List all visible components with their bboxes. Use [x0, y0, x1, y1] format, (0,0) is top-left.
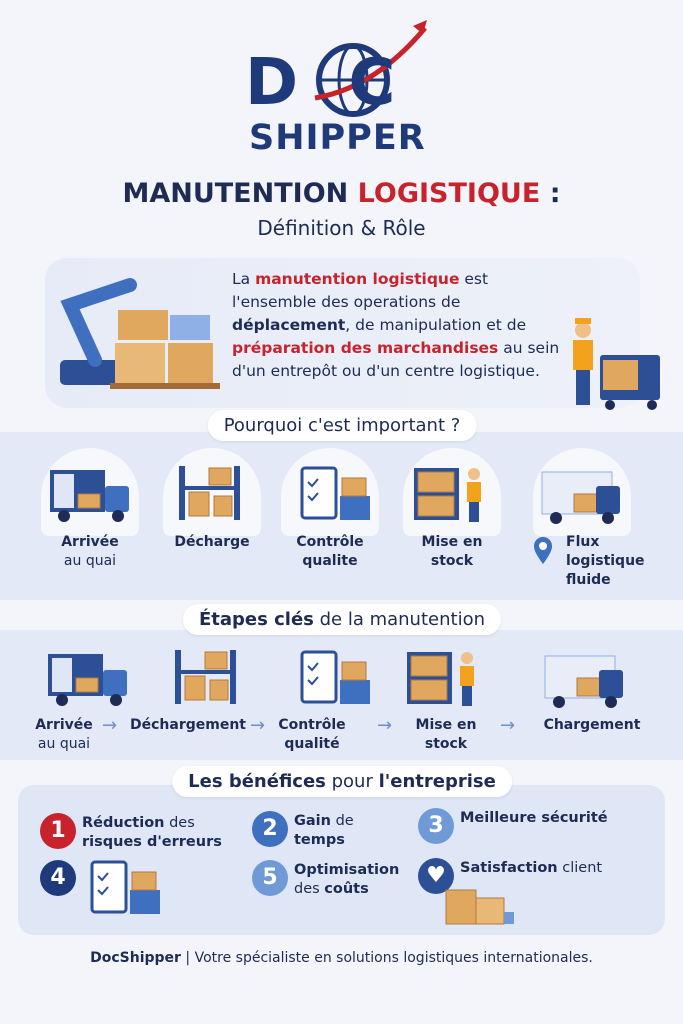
shelf-illustration — [175, 650, 236, 704]
page-title: MANUTENTION LOGISTIQUE : — [122, 178, 561, 209]
step-label: Déchargement — [130, 717, 246, 733]
footer: DocShipper | Votre spécialiste en soluti… — [90, 950, 593, 966]
boxes-illustration — [440, 880, 520, 932]
page-subtitle: Définition & Rôle — [257, 216, 426, 240]
worker-icon — [404, 458, 500, 532]
arrow-right-icon: → — [250, 715, 266, 736]
clipboard-icon — [282, 458, 378, 532]
benefits-heading: Les bénéfices pour l'entreprise — [172, 766, 512, 797]
worker-cart-illustration — [573, 318, 660, 410]
clipboard-boxes-illustration — [72, 852, 168, 926]
truck2-illustration — [541, 471, 620, 524]
globe-plane-icon — [314, 20, 427, 117]
steps-heading: Étapes clés de la manutention — [183, 604, 501, 635]
benefit-number-badge: 5 — [252, 860, 288, 896]
benefit-text: Satisfaction client — [460, 860, 603, 876]
step-illustration — [40, 642, 136, 716]
location-pin-icon — [534, 537, 552, 564]
truck-illustration — [48, 654, 127, 706]
check-illustration — [300, 466, 370, 520]
robot-arm-illustration — [60, 278, 220, 389]
truck2-illustration — [544, 655, 623, 708]
check-illustration — [300, 650, 370, 704]
truck-illustration — [50, 470, 129, 522]
benefit-number-badge: 4 — [40, 860, 76, 896]
logo-doc-text: DOC — [245, 46, 395, 120]
step-illustration — [282, 642, 378, 716]
shelf-icon — [164, 458, 260, 532]
docshipper-logo: DOC SHIPPER — [245, 18, 440, 158]
benefit-text: Meilleure sécurité — [460, 810, 608, 826]
step-illustration — [537, 642, 633, 716]
benefit-number-badge: 3 — [418, 808, 454, 844]
why-item-label: Décharge — [174, 534, 250, 550]
step-label: Chargement — [543, 717, 641, 733]
arrow-right-icon: → — [500, 715, 516, 736]
arrow-right-icon: → — [377, 715, 393, 736]
step-illustration — [397, 642, 493, 716]
check-illustration — [90, 860, 160, 914]
step-illustration — [160, 642, 256, 716]
shelf-illustration — [179, 466, 240, 520]
worker-illustration — [407, 652, 474, 706]
why-heading: Pourquoi c'est important ? — [207, 410, 477, 441]
worker-illustration — [414, 468, 481, 522]
arrow-right-icon: → — [102, 715, 118, 736]
location-pin-icon — [534, 458, 630, 532]
benefit-number-badge: 1 — [40, 813, 76, 849]
truck-icon — [42, 458, 138, 532]
benefit-number-badge: ♥ — [418, 858, 454, 894]
logo-shipper-text: SHIPPER — [249, 118, 426, 158]
benefit-number-badge: 2 — [252, 811, 288, 847]
intro-text: La manutention logistique est l'ensemble… — [232, 270, 560, 380]
